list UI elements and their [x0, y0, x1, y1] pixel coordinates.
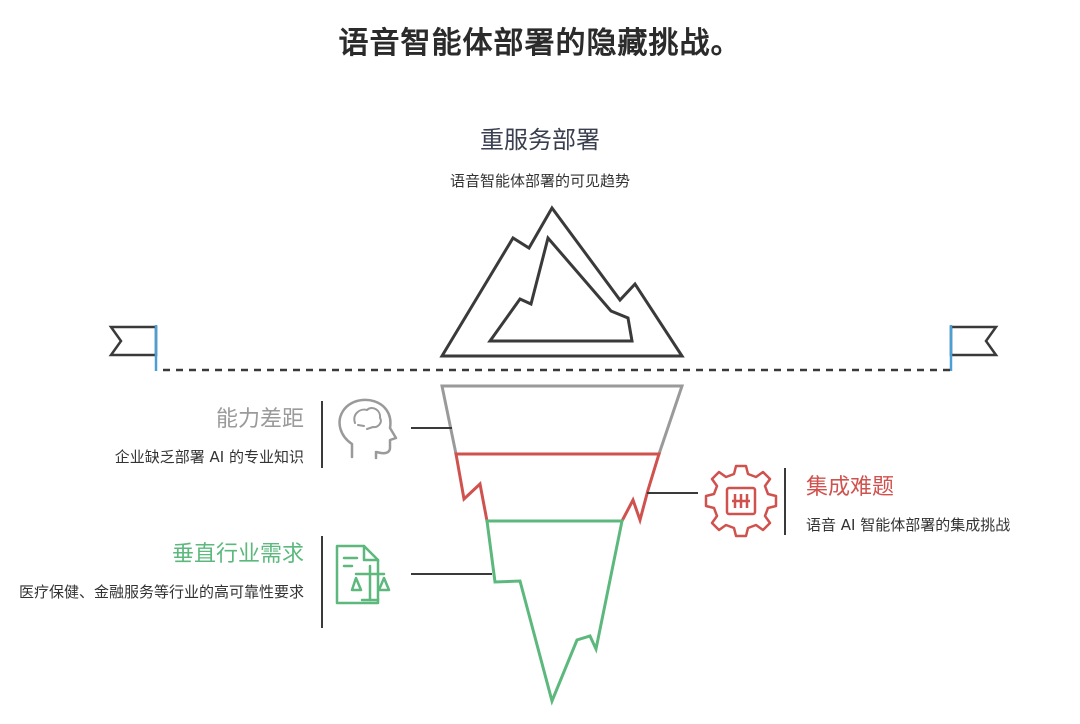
layer-title-vertical: 垂直行业需求	[171, 542, 304, 567]
mountain-inner	[487, 234, 634, 343]
tip-description: 语音智能体部署的可见趋势	[449, 172, 630, 190]
scales-document-icon	[335, 544, 391, 605]
layer-description-integration: 语音 AI 智能体部署的集成挑战	[806, 516, 1011, 534]
mountain-icon	[439, 205, 685, 358]
layer-description-capability-gap: 企业缺乏部署 AI 的专业知识	[114, 448, 304, 466]
connector-vertical	[321, 536, 492, 628]
connector-integration	[647, 468, 786, 535]
head-icon	[338, 398, 398, 460]
layer-vertical	[485, 519, 624, 706]
layer-integration	[454, 452, 662, 526]
main-title: 语音智能体部署的隐藏挑战。	[338, 26, 742, 61]
gear-icon	[704, 464, 778, 538]
layer-title-integration: 集成难题	[806, 475, 895, 500]
layer-description-vertical: 医疗保健、金融服务等行业的高可靠性要求	[18, 583, 304, 601]
layer-capability-gap	[440, 384, 685, 456]
tip-heading: 重服务部署	[480, 126, 600, 154]
layer-title-capability-gap: 能力差距	[215, 407, 304, 432]
mountain-outer	[439, 205, 685, 358]
left-flag-icon	[108, 325, 158, 371]
right-flag-icon	[949, 325, 999, 371]
connector-capability-gap	[321, 401, 452, 468]
